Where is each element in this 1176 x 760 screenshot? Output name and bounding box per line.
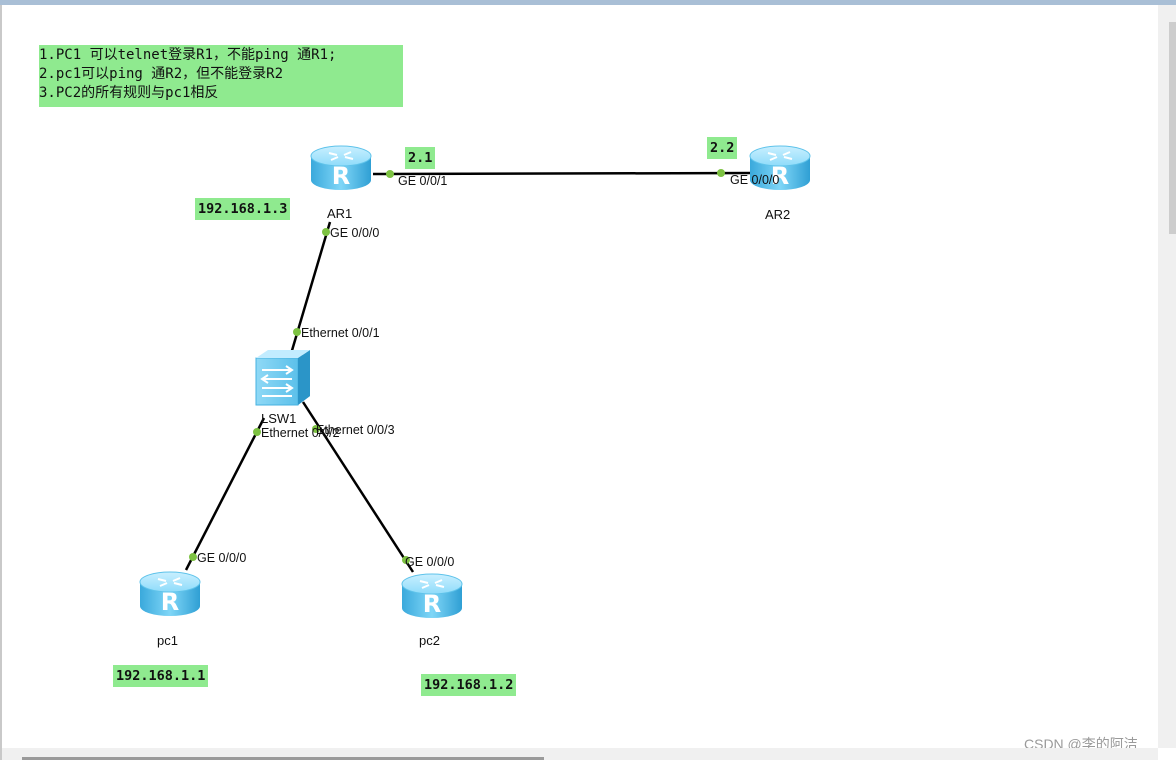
port-label-pc1-ge000: GE 0/0/0 xyxy=(197,551,247,565)
port-label-ar1-ge001: GE 0/0/1 xyxy=(398,174,448,188)
port-dot-pc2-ge000 xyxy=(402,556,410,564)
port-dot-pc1-ge000 xyxy=(189,553,197,561)
port-dot-lsw-eth003 xyxy=(312,425,320,433)
links xyxy=(184,171,756,573)
router-pc2-icon[interactable] xyxy=(401,573,463,619)
device-label-ar1: AR1 xyxy=(327,206,353,221)
link-ar1-ar2[interactable] xyxy=(372,171,756,176)
ip-tag-ar1: 192.168.1.3 xyxy=(195,198,291,220)
port-dot-lsw-eth002 xyxy=(253,428,261,436)
vertical-scrollbar-thumb[interactable] xyxy=(1169,22,1176,234)
port-dot-ar2-ge000 xyxy=(717,169,725,177)
requirements-note: 1.PC1 可以telnet登录R1，不能ping 通R1; 2.pc1可以pi… xyxy=(39,45,403,107)
device-label-pc2: pc2 xyxy=(419,633,440,648)
port-dot-ar1-ge001 xyxy=(386,170,394,178)
port-dot-lsw-eth001 xyxy=(293,328,301,336)
port-dot-ar1-ge000 xyxy=(322,228,330,236)
window-left-border xyxy=(0,5,2,760)
router-ar1-icon[interactable] xyxy=(310,145,372,191)
device-label-pc1: pc1 xyxy=(157,633,178,648)
ip-tag-pc1: 192.168.1.1 xyxy=(113,665,209,687)
port-label-lsw-eth002: Ethernet 0/0/2 xyxy=(261,426,340,440)
device-label-lsw1: LSW1 xyxy=(261,411,297,426)
note-line-2: 2.pc1可以ping 通R2，但不能登录R2 xyxy=(39,66,284,82)
port-dots xyxy=(189,169,725,564)
link-tag-ar1: 2.1 xyxy=(405,147,436,169)
note-line-3: 3.PC2的所有规则与pc1相反 xyxy=(39,85,219,101)
port-label-ar1-ge000: GE 0/0/0 xyxy=(330,226,380,240)
window-top-border xyxy=(0,0,1176,5)
device-label-ar2: AR2 xyxy=(765,207,791,222)
router-pc1-icon[interactable] xyxy=(139,571,201,617)
note-line-1: 1.PC1 可以telnet登录R1，不能ping 通R1; xyxy=(39,47,337,63)
ip-tag-pc2: 192.168.1.2 xyxy=(421,674,517,696)
horizontal-scrollbar-thumb[interactable] xyxy=(22,757,544,760)
port-label-lsw-eth001: Ethernet 0/0/1 xyxy=(301,326,380,340)
port-label-lsw-eth003: Ethernet 0/0/3 xyxy=(316,423,395,437)
link-lsw1-pc2[interactable] xyxy=(301,401,415,573)
port-label-pc2-ge000: GE 0/0/0 xyxy=(405,555,455,569)
link-tag-ar2: 2.2 xyxy=(707,137,738,159)
link-lsw1-pc1[interactable] xyxy=(184,417,266,571)
port-label-ar2-ge000: GE 0/0/0 xyxy=(730,173,780,187)
switch-lsw1-icon[interactable] xyxy=(255,350,310,406)
link-ar1-lsw1[interactable] xyxy=(286,221,332,365)
